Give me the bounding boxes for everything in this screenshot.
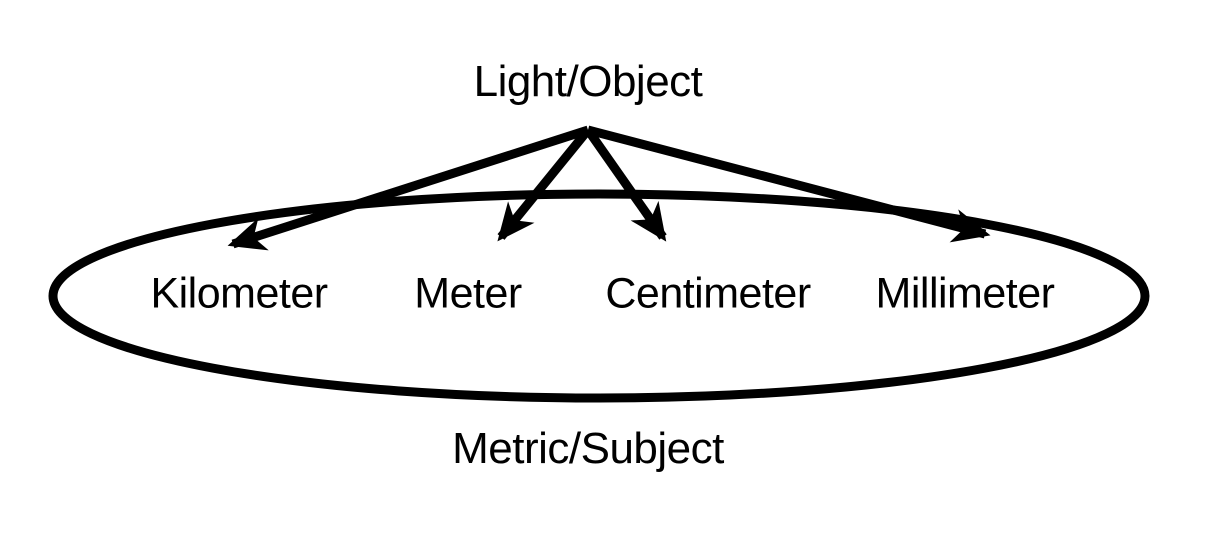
arrow-to-millimeter (586, 125, 991, 243)
top-node-label: Light/Object (473, 57, 703, 106)
ellipse-item-millimeter: Millimeter (875, 269, 1055, 318)
ellipse-item-centimeter: Centimeter (605, 269, 811, 318)
arrow-to-centimeter (584, 127, 667, 242)
group-caption-label: Metric/Subject (452, 424, 724, 473)
metric-group-ellipse (48, 189, 1150, 403)
ellipse-item-kilometer: Kilometer (150, 269, 328, 318)
ellipse-item-meter: Meter (414, 269, 522, 318)
arrow-to-kilometer (227, 125, 590, 251)
arrow-to-meter (497, 127, 592, 242)
